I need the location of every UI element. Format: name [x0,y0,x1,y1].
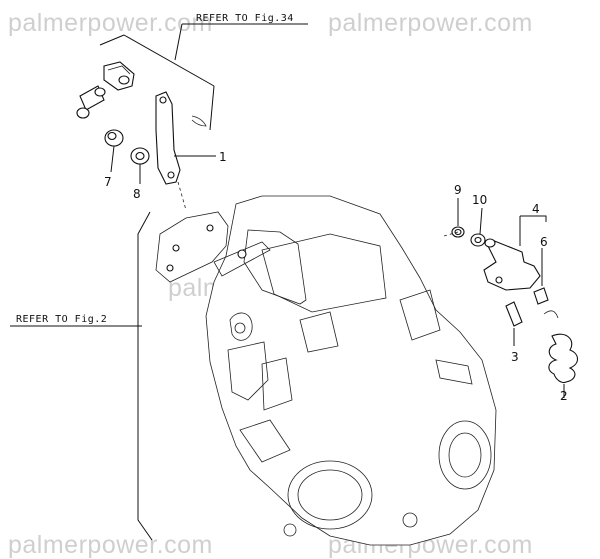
callout-9: 9 [454,183,462,197]
watermark-top-left: palmerpower.com [8,9,213,37]
gear-case-housing [155,195,497,546]
callout-10: 10 [472,193,487,207]
watermark-bottom-left: palmerpower.com [8,531,213,559]
callout-3: 3 [511,350,519,364]
governor-shaft-assembly [443,198,579,398]
callout-8: 8 [133,187,141,201]
lever-assembly [76,61,216,211]
fig2-reference: REFER TO Fig.2 [10,211,153,541]
callout-4: 4 [532,202,540,216]
fig2-reference-label: REFER TO Fig.2 [16,314,107,325]
callout-1: 1 [219,150,227,164]
fig34-reference-label: REFER TO Fig.34 [196,13,294,24]
watermark-top-right: palmerpower.com [328,9,533,37]
callout-2: 2 [560,389,568,403]
callout-7: 7 [104,175,112,189]
fig34-reference: REFER TO Fig.34 [99,13,308,131]
callout-6: 6 [540,235,548,249]
